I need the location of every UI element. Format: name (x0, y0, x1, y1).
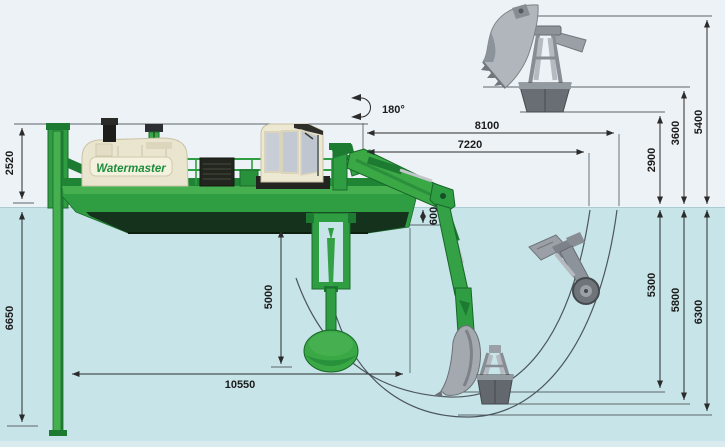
dim-label-7220: 7220 (458, 139, 482, 151)
dim-label-2900: 2900 (646, 148, 658, 172)
elbow-pin (440, 193, 446, 199)
brand-logo: Watermaster (96, 163, 166, 175)
bucket-raised-pin (518, 8, 524, 14)
cab-roof-trim (294, 124, 323, 135)
dim-label-6650: 6650 (4, 306, 16, 330)
dimensions: 2520 6650 5000 600 10550 8100 7220 180° … (4, 20, 711, 422)
pump-lug-right (348, 213, 356, 223)
pump-lug-left (306, 213, 314, 223)
suction-pump (303, 212, 359, 373)
extension-lines (7, 15, 712, 427)
grab-deep-lug (489, 345, 501, 353)
bucket-raised (481, 4, 539, 89)
bucket-raised-shade (483, 32, 496, 62)
engine-block (199, 157, 235, 187)
dim-label-5300: 5300 (646, 273, 658, 297)
housing-vent (146, 142, 172, 149)
rake-bracket (566, 232, 585, 248)
slew-arc-icon (360, 97, 371, 118)
pump-shaft (325, 287, 337, 333)
rake-plate-line (536, 241, 554, 250)
cab (256, 123, 330, 189)
grab-deep-cyl-left (483, 354, 494, 375)
dim-label-5800: 5800 (670, 288, 682, 312)
slew-arrow-top (351, 94, 361, 101)
envelope-arc-outer (332, 209, 618, 418)
engine-grille (203, 163, 231, 180)
cab-window-door (281, 130, 299, 174)
hull-underside (86, 212, 409, 233)
grab-deep-rim (477, 375, 513, 380)
pump-spindle (327, 238, 335, 286)
cab-window-rear (264, 131, 281, 173)
hull-deck-band (62, 186, 406, 194)
deck-box (239, 169, 259, 187)
dredger: Watermaster (46, 118, 481, 436)
grab-deep-leg-left (479, 352, 490, 377)
grab-deep-cyl-right (495, 354, 506, 375)
dim-label-2520: 2520 (4, 151, 16, 175)
dim-label-6300: 6300 (693, 300, 705, 324)
rake-cylinder (554, 252, 576, 278)
cylinder-1-rod (399, 168, 433, 183)
bucket-shade (462, 329, 473, 387)
brand-plate (89, 156, 173, 177)
dim-label-600: 600 (428, 207, 440, 225)
dim-label-8100: 8100 (475, 120, 499, 132)
dim-label-5000: 5000 (263, 285, 275, 309)
grab-deep-leg-right (499, 352, 510, 377)
seabed-strip (0, 441, 725, 447)
cylinder-1-case (366, 156, 404, 175)
rake-wheel-pin (584, 289, 588, 293)
slew-symbol (351, 94, 371, 120)
grab-rim (519, 83, 571, 89)
rake-tool (528, 232, 600, 305)
exhaust-cap (101, 118, 118, 125)
water (0, 207, 725, 447)
slew-arrow-bottom (351, 113, 361, 120)
dim-label-5400: 5400 (693, 110, 705, 134)
excavator-arm (329, 143, 481, 397)
spud-foot (49, 430, 67, 436)
bucket-tooth (433, 391, 443, 397)
boom-counter-link (332, 144, 354, 158)
boom-shade (355, 158, 439, 200)
wrist-link (459, 300, 470, 316)
pump-spindle-top (328, 228, 334, 240)
front-spud (46, 123, 88, 436)
rear-spud-cap (145, 124, 163, 132)
engine-housing: Watermaster (81, 118, 189, 187)
grab-deep (476, 345, 514, 405)
dim-label-3600: 3600 (670, 121, 682, 145)
deck-equipment (199, 157, 259, 187)
housing-hatch (95, 143, 113, 157)
boom-tower-cap (329, 143, 351, 150)
wiper (304, 132, 314, 140)
dim-label-10550: 10550 (225, 379, 256, 391)
exhaust-stack (103, 120, 116, 142)
pump-disc-shade (305, 355, 357, 366)
spud-guide-cap (46, 123, 70, 130)
bucket-raised-teeth (481, 64, 501, 86)
pump-disc-highlight (309, 332, 353, 356)
attachments (476, 4, 600, 405)
dim-label-180: 180° (382, 104, 405, 116)
